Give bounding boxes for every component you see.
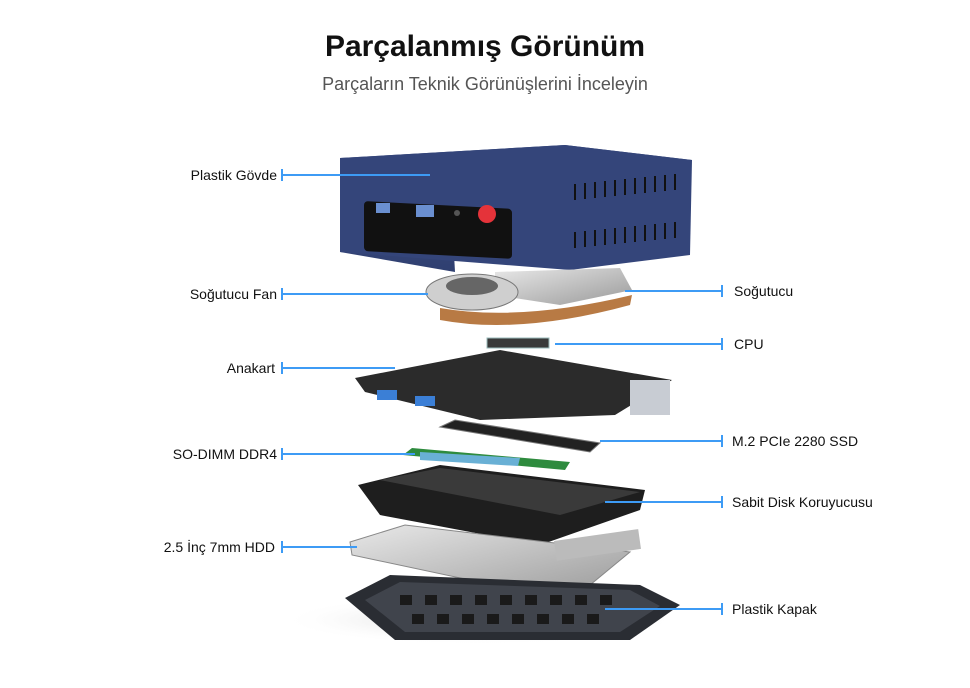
- label-plastic-case: Plastik Gövde: [190, 167, 277, 183]
- so-dimm-ram: [403, 448, 570, 470]
- cooler-fan: [425, 268, 632, 325]
- label-hdd: 2.5 İnç 7mm HDD: [163, 539, 275, 555]
- label-so-dimm: SO-DIMM DDR4: [172, 446, 277, 462]
- cpu-chip: [486, 337, 550, 349]
- label-cpu: CPU: [734, 336, 764, 352]
- label-cooler-fan: Soğutucu Fan: [189, 286, 277, 302]
- hdd-guard: [358, 465, 645, 545]
- label-motherboard: Anakart: [226, 360, 275, 376]
- plastic-case: [340, 145, 692, 272]
- label-hdd-guard: Sabit Disk Koruyucusu: [732, 494, 873, 510]
- motherboard: [355, 350, 672, 420]
- page-title: Parçalanmış Görünüm: [324, 30, 646, 63]
- power-button-icon: [478, 205, 496, 223]
- leader-lines: [281, 169, 723, 615]
- m2-ssd: [438, 419, 602, 453]
- label-ssd: M.2 PCIe 2280 SSD: [732, 433, 859, 449]
- label-heatsink: Soğutucu: [734, 283, 794, 299]
- plastic-bottom-cover: [345, 575, 680, 640]
- page-subtitle: Parçaların Teknik Görünüşlerini İnceleyi…: [322, 74, 648, 94]
- label-bottom-cover: Plastik Kapak: [732, 601, 817, 617]
